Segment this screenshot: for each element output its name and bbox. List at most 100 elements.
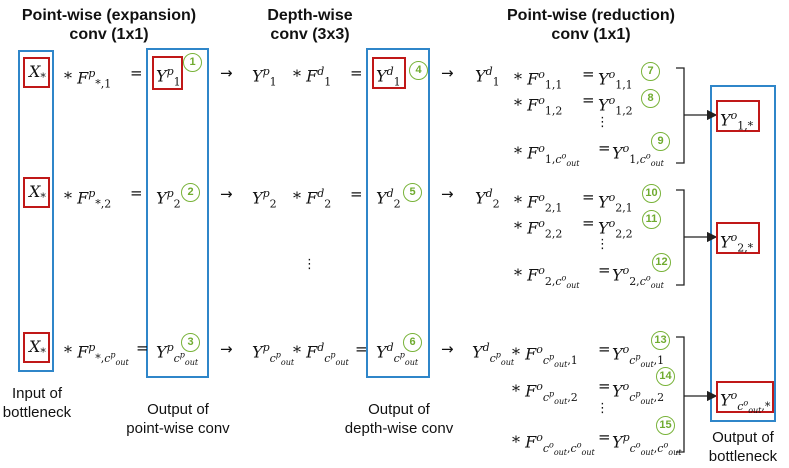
pr-output-cout-cout: Ypcoout,coout bbox=[612, 431, 682, 457]
depthwise-output-column-box bbox=[366, 48, 430, 378]
arrow-1b: → bbox=[441, 64, 454, 82]
input-x-3: X* bbox=[29, 337, 46, 360]
pw-output-2: Yp2 bbox=[156, 187, 181, 211]
badge-9: 9 bbox=[651, 132, 670, 151]
final-output-1: Yo1,* bbox=[720, 109, 754, 133]
filter-pr-cout-2: * Focpout,2 bbox=[512, 380, 578, 406]
final-output-box-1 bbox=[716, 100, 760, 132]
badge-14: 14 bbox=[656, 367, 675, 386]
equals-pw-cout: = bbox=[136, 339, 149, 357]
badge-3: 3 bbox=[181, 333, 200, 352]
equals-pr-cout-1: = bbox=[598, 340, 611, 358]
caption-pointwise-output: Output of point-wise conv bbox=[110, 400, 246, 438]
input-x-box-3 bbox=[23, 332, 50, 363]
pointwise-output-column-box bbox=[146, 48, 209, 378]
badge-12: 12 bbox=[652, 253, 671, 272]
header-pointwise-expansion: Point-wise (expansion) conv (1x1) bbox=[14, 6, 204, 44]
badge-8: 8 bbox=[641, 89, 660, 108]
header-pointwise-expansion-line2: conv (1x1) bbox=[69, 26, 149, 43]
equals-pr-2-2: = bbox=[582, 214, 595, 232]
filter-dw-1: * Fd1 bbox=[293, 65, 332, 89]
dw-output-box-1 bbox=[372, 57, 406, 89]
pw-output-box-1 bbox=[152, 56, 183, 90]
caption-pointwise-output-line2: point-wise conv bbox=[126, 420, 230, 437]
pr-input-2: Yd2 bbox=[475, 187, 500, 211]
filter-pw-2: * Fp*,2 bbox=[64, 187, 112, 211]
final-output-box-cout bbox=[716, 381, 774, 413]
equals-pr-1-2: = bbox=[582, 91, 595, 109]
pr-output-2-1: Yo2,1 bbox=[598, 191, 633, 215]
vdots-middle: ⋮ bbox=[303, 257, 316, 272]
badge-7: 7 bbox=[641, 62, 660, 81]
vdots-row-2: ⋮ bbox=[596, 237, 609, 252]
input-x-box-1 bbox=[23, 57, 50, 88]
pr-output-cout-1: Yocpout,1 bbox=[612, 343, 665, 369]
caption-input: Input of bottleneck bbox=[0, 384, 74, 422]
equals-pr-2-1: = bbox=[582, 188, 595, 206]
header-pointwise-reduction-line1: Point-wise (reduction) bbox=[507, 7, 675, 24]
pr-output-1-cout: Yo1,coout bbox=[612, 142, 664, 168]
header-depthwise: Depth-wise conv (3x3) bbox=[255, 6, 365, 44]
badge-4: 4 bbox=[409, 61, 428, 80]
arrow-1a: → bbox=[220, 64, 233, 82]
equals-pr-1-cout: = bbox=[598, 139, 611, 157]
pr-output-cout-2: Yocpout,2 bbox=[612, 380, 665, 406]
pr-output-2-cout: Yo2,coout bbox=[612, 264, 664, 290]
header-pointwise-expansion-line1: Point-wise (expansion) bbox=[21, 7, 197, 24]
badge-15: 15 bbox=[656, 416, 675, 435]
filter-pw-cout: * Fp*,cpout bbox=[64, 341, 129, 367]
filter-pw-1: * Fp*,1 bbox=[64, 67, 112, 91]
caption-bottleneck-output-line2: bottleneck bbox=[708, 448, 778, 465]
filter-pr-cout-1: * Focpout,1 bbox=[512, 343, 578, 369]
vdots-row-3: ⋮ bbox=[596, 401, 609, 416]
bracket-group-3 bbox=[676, 336, 718, 453]
input-x-box-2 bbox=[23, 177, 50, 208]
arrow-3b: → bbox=[441, 340, 454, 358]
caption-pointwise-output-line1: Output of bbox=[147, 401, 209, 418]
filter-pr-cout-cout: * Focoout,coout bbox=[512, 431, 595, 457]
equals-pr-1-1: = bbox=[582, 65, 595, 83]
arrow-2a: → bbox=[220, 185, 233, 203]
pr-output-1-2: Yo1,2 bbox=[598, 94, 633, 118]
caption-input-line2: bottleneck bbox=[2, 404, 72, 421]
pw-output-cout: Ypcpout bbox=[156, 341, 199, 367]
arrow-3a: → bbox=[220, 340, 233, 358]
caption-depthwise-output-line1: Output of bbox=[368, 401, 430, 418]
filter-dw-cout: * Fdcpout bbox=[293, 341, 349, 367]
header-depthwise-line2: conv (3x3) bbox=[270, 26, 350, 43]
equals-pr-2-cout: = bbox=[598, 261, 611, 279]
badge-1: 1 bbox=[183, 53, 202, 72]
dw-output-cout: Ydcpout bbox=[376, 341, 419, 367]
badge-13: 13 bbox=[651, 331, 670, 350]
final-output-2: Yo2,* bbox=[720, 231, 754, 255]
filter-pr-2-1: * Fo2,1 bbox=[514, 191, 563, 215]
equals-pr-cout-cout: = bbox=[598, 428, 611, 446]
caption-bottleneck-output-line1: Output of bbox=[712, 429, 774, 446]
filter-pr-1-1: * Fo1,1 bbox=[514, 68, 563, 92]
vdots-row-1: ⋮ bbox=[596, 115, 609, 130]
caption-input-line1: Input of bbox=[11, 385, 63, 402]
bottleneck-output-column-box bbox=[710, 85, 776, 422]
pw-output-1: Yp1 bbox=[156, 65, 181, 89]
input-x-2: X* bbox=[29, 182, 46, 205]
pr-output-2-2: Yo2,2 bbox=[598, 217, 633, 241]
badge-11: 11 bbox=[642, 210, 661, 229]
dw-output-2: Yd2 bbox=[376, 187, 401, 211]
header-pointwise-reduction: Point-wise (reduction) conv (1x1) bbox=[493, 6, 689, 44]
filter-pr-1-cout: * Fo1,coout bbox=[514, 142, 580, 168]
equals-pw-1: = bbox=[130, 64, 143, 82]
pr-output-1-1: Yo1,1 bbox=[598, 68, 633, 92]
dw-input-cout: Ypcpout bbox=[252, 341, 295, 367]
filter-pr-1-2: * Fo1,2 bbox=[514, 94, 563, 118]
badge-2: 2 bbox=[181, 183, 200, 202]
bracket-group-1 bbox=[676, 67, 718, 164]
equals-dw-2: = bbox=[350, 185, 363, 203]
pr-input-1: Yd1 bbox=[475, 65, 500, 89]
filter-dw-2: * Fd2 bbox=[293, 187, 332, 211]
final-output-cout: Yocoout,* bbox=[720, 389, 771, 415]
header-depthwise-line1: Depth-wise bbox=[267, 7, 353, 24]
equals-pr-cout-2: = bbox=[598, 377, 611, 395]
dw-output-1: Yd1 bbox=[376, 65, 401, 89]
